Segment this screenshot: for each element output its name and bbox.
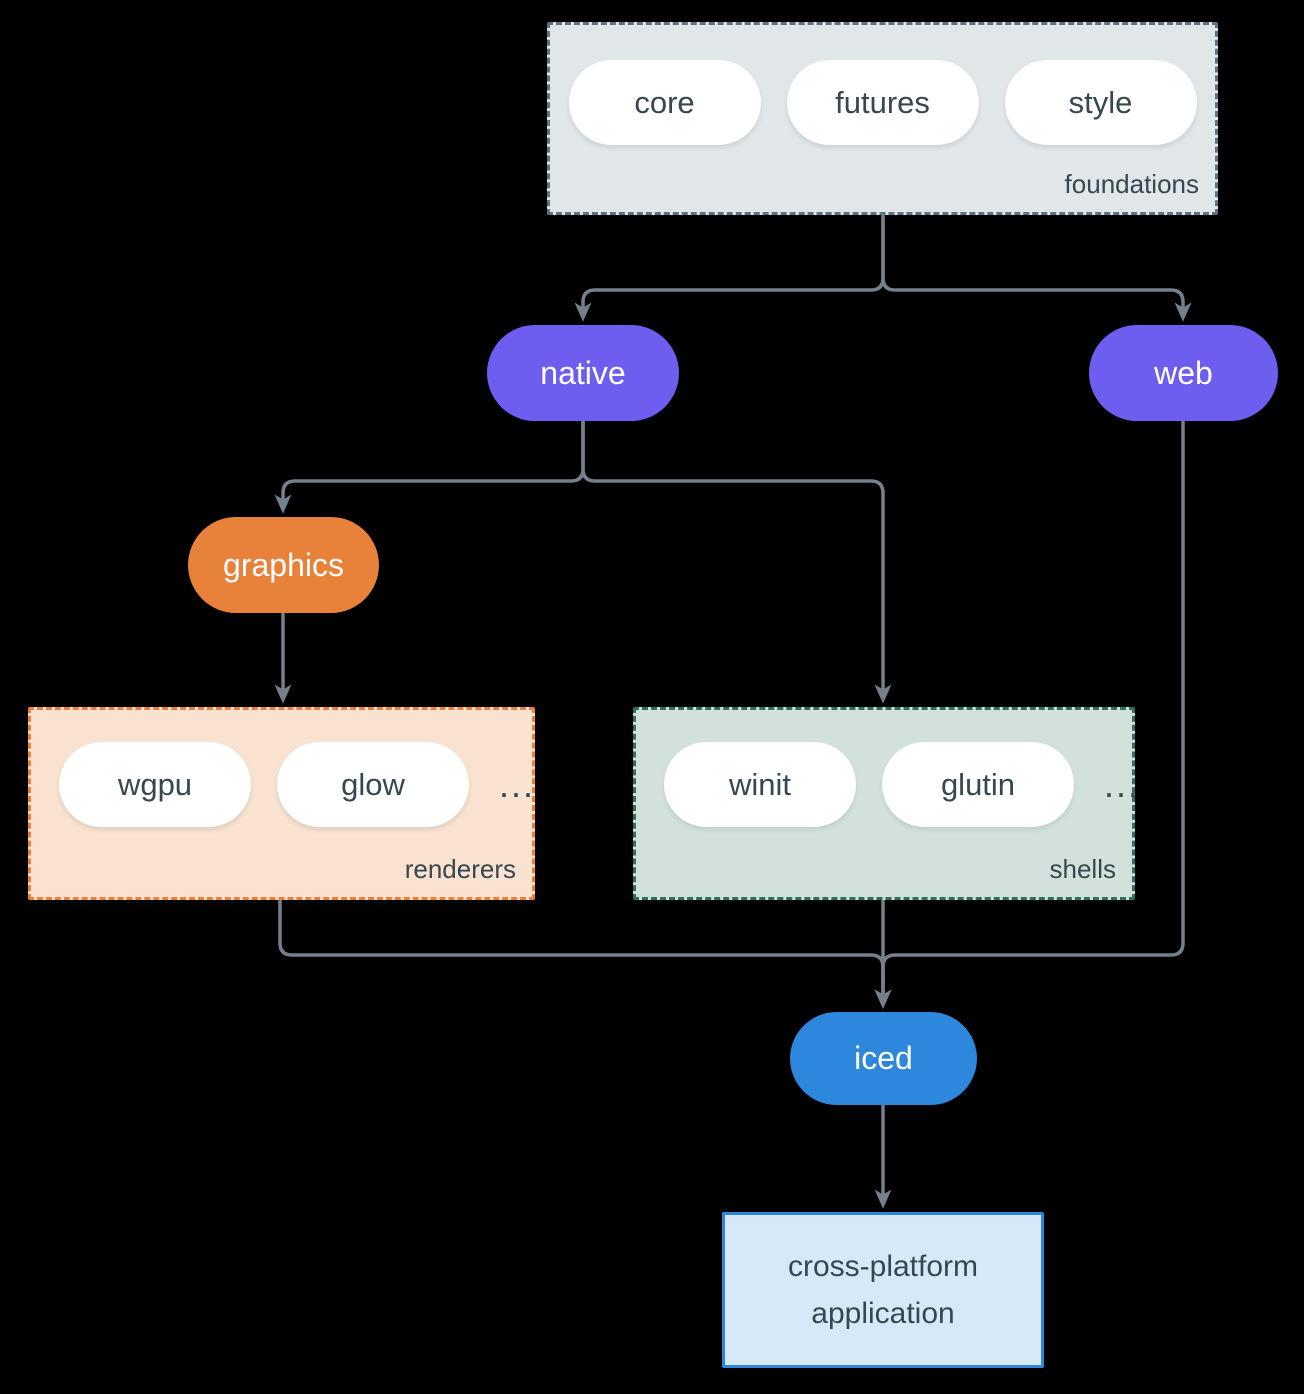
renderers-group: wgpu glow ... renderers bbox=[28, 707, 535, 900]
node-cross-platform-application: cross-platform application bbox=[722, 1212, 1044, 1368]
node-glow: glow bbox=[277, 742, 469, 827]
node-graphics: graphics bbox=[188, 517, 379, 613]
shells-pill-row: winit glutin ... bbox=[636, 710, 1138, 827]
node-web: web bbox=[1089, 325, 1278, 421]
foundations-pill-row: core futures style bbox=[550, 25, 1215, 145]
edge-native-graphics bbox=[274, 421, 585, 514]
node-core: core bbox=[568, 60, 761, 145]
edge-native-shells bbox=[581, 421, 892, 704]
shells-group-label: shells bbox=[1049, 854, 1116, 884]
node-glutin: glutin bbox=[882, 742, 1074, 827]
node-style: style bbox=[1004, 60, 1197, 145]
node-native: native bbox=[487, 325, 679, 421]
shells-more-ellipsis: ... bbox=[1104, 763, 1141, 805]
node-winit: winit bbox=[664, 742, 856, 827]
shells-group: winit glutin ... shells bbox=[633, 707, 1138, 900]
foundations-group-label: foundations bbox=[1064, 169, 1199, 199]
foundations-group: core futures style foundations bbox=[547, 22, 1218, 215]
renderers-more-ellipsis: ... bbox=[499, 763, 536, 805]
node-wgpu: wgpu bbox=[59, 742, 251, 827]
renderers-pill-row: wgpu glow ... bbox=[31, 710, 536, 827]
renderers-group-label: renderers bbox=[404, 854, 516, 884]
edge-foundations-web bbox=[881, 215, 1192, 322]
node-futures: futures bbox=[786, 60, 979, 145]
edge-foundations-native bbox=[574, 215, 885, 322]
node-iced: iced bbox=[790, 1012, 977, 1105]
edge-renderers-iced bbox=[278, 900, 892, 1009]
